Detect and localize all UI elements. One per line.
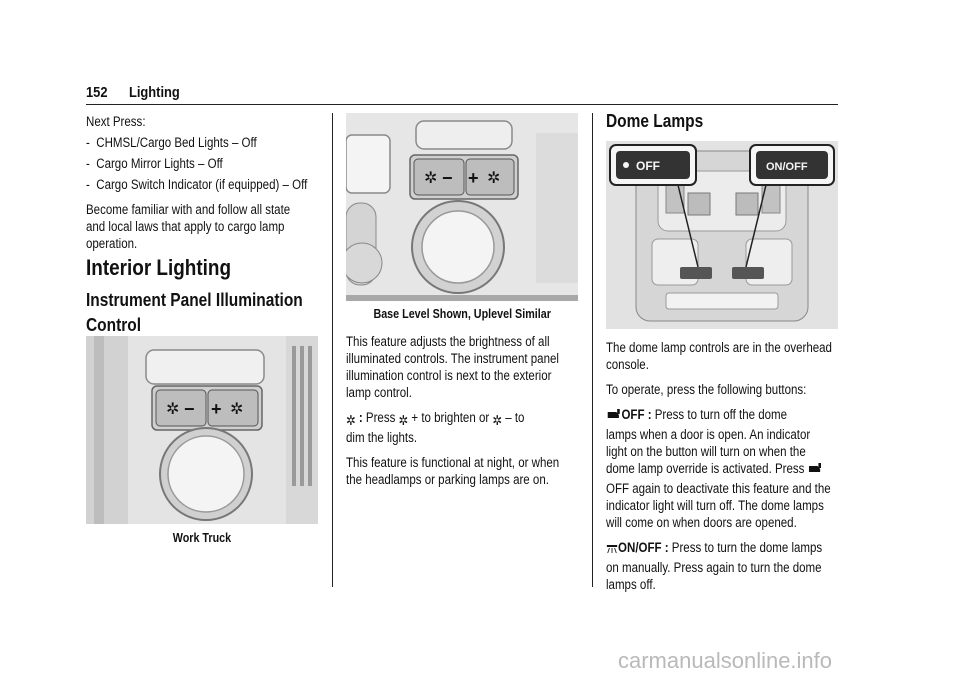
bullet-marker: - bbox=[86, 135, 90, 150]
paragraph-line: the headlamps or parking lamps are on. bbox=[346, 472, 549, 487]
paragraph-line: lamps when a door is open. An indicator bbox=[606, 427, 811, 442]
list-item-text: Cargo Mirror Lights – Off bbox=[96, 156, 223, 171]
paragraph-line: illumination control is next to the exte… bbox=[346, 368, 552, 383]
paragraph-line: lamps off. bbox=[606, 577, 656, 592]
figure-base-level: ✲ − + ✲ bbox=[341, 113, 578, 301]
heading-line: Instrument Panel Illumination bbox=[86, 290, 303, 310]
dimmer-icon: ✲ bbox=[346, 413, 356, 428]
paragraph-line: console. bbox=[606, 357, 649, 372]
paragraph-line: lamp control. bbox=[346, 385, 412, 400]
dome-lamp-on-icon bbox=[606, 542, 618, 559]
dimmer-glyph: ✲ bbox=[424, 170, 437, 187]
minus-glyph: − bbox=[184, 399, 195, 419]
dimmer-icon: ✲ bbox=[492, 413, 503, 428]
list-item: - CHMSL/Cargo Bed Lights – Off bbox=[86, 134, 307, 151]
column-divider-1 bbox=[332, 113, 333, 587]
plus-glyph: + bbox=[468, 168, 479, 188]
dome-lamp-off-icon bbox=[808, 462, 823, 480]
section-title: Lighting bbox=[128, 84, 180, 101]
onoff-instruction: ON/OFF : Press to turn the dome lamps bbox=[606, 539, 832, 559]
dome-lamp-off-icon bbox=[606, 408, 621, 426]
paragraph-line: on manually. Press again to turn the dom… bbox=[606, 560, 822, 575]
note-line: Become familiar with and follow all stat… bbox=[86, 202, 291, 217]
dome-lamps-illustration: OFF ON/OFF bbox=[606, 141, 838, 329]
heading-line: Control bbox=[86, 315, 142, 335]
paragraph-line: This feature is functional at night, or … bbox=[346, 455, 560, 470]
dimmer-glyph: ✲ bbox=[166, 401, 179, 418]
dimmer-icon: ✲ bbox=[398, 413, 409, 428]
paragraph-line: This feature adjusts the brightness of a… bbox=[346, 334, 550, 349]
paragraph-line: To operate, press the following buttons: bbox=[606, 382, 807, 397]
paragraph-line: illuminated controls. The instrument pan… bbox=[346, 351, 559, 366]
heading-interior-lighting: Interior Lighting bbox=[86, 255, 232, 280]
column-2-text: This feature adjusts the brightness of a… bbox=[346, 333, 594, 488]
list-item: - Cargo Switch Indicator (if equipped) –… bbox=[86, 176, 307, 193]
column-3-text: The dome lamp controls are in the overhe… bbox=[606, 339, 869, 593]
paragraph-line: OFF again to deactivate this feature and… bbox=[606, 481, 831, 496]
figure-work-truck: ✲ − + ✲ bbox=[86, 336, 318, 524]
figure-caption-base-level: Base Level Shown, Uplevel Similar bbox=[373, 307, 551, 321]
work-truck-illustration: ✲ − + ✲ bbox=[86, 336, 318, 524]
dimmer-instruction: ✲ : Press ✲ + to brighten or ✲ – to bbox=[346, 410, 525, 428]
intro-text: Next Press: bbox=[86, 114, 146, 129]
list-item-text: Cargo Switch Indicator (if equipped) – O… bbox=[96, 177, 308, 192]
minus-glyph: − bbox=[442, 168, 453, 188]
list-item-text: CHMSL/Cargo Bed Lights – Off bbox=[96, 135, 257, 150]
heading-instrument-panel: Instrument Panel Illumination Control bbox=[86, 288, 338, 338]
brighten-glyph: ✲ bbox=[230, 401, 243, 418]
header-rule bbox=[86, 104, 838, 105]
figure-caption-work-truck: Work Truck bbox=[172, 531, 232, 545]
paragraph-line: The dome lamp controls are in the overhe… bbox=[606, 340, 832, 355]
list-item: - Cargo Mirror Lights – Off bbox=[86, 155, 307, 172]
page-header: 152 Lighting bbox=[86, 84, 195, 102]
column-divider-2 bbox=[592, 113, 593, 587]
off-button-label: OFF bbox=[636, 159, 660, 173]
plus-glyph: + bbox=[211, 399, 222, 419]
brighten-glyph: ✲ bbox=[487, 170, 500, 187]
bullet-marker: - bbox=[86, 156, 90, 171]
off-instruction: OFF : Press to turn off the dome bbox=[606, 406, 832, 426]
paragraph-line: light on the button will turn on when th… bbox=[606, 444, 806, 459]
paragraph-line: dim the lights. bbox=[346, 430, 418, 445]
note-line: operation. bbox=[86, 236, 138, 251]
paragraph-line: dome lamp override is activated. Press bbox=[606, 460, 832, 480]
paragraph-line: will come on when doors are opened. bbox=[606, 515, 797, 530]
base-level-illustration: ✲ − + ✲ bbox=[341, 113, 578, 301]
paragraph-line: indicator light will turn off. The dome … bbox=[606, 498, 824, 513]
watermark: carmanualsonline.info bbox=[618, 648, 833, 673]
bullet-marker: - bbox=[86, 177, 90, 192]
column-1: Next Press: - CHMSL/Cargo Bed Lights – O… bbox=[86, 113, 343, 252]
heading-dome-lamps: Dome Lamps bbox=[606, 111, 704, 131]
onoff-button-label: ON/OFF bbox=[766, 161, 808, 173]
page-number: 152 bbox=[86, 84, 108, 101]
note-line: and local laws that apply to cargo lamp bbox=[86, 219, 285, 234]
figure-dome-lamps: OFF ON/OFF bbox=[606, 141, 838, 329]
